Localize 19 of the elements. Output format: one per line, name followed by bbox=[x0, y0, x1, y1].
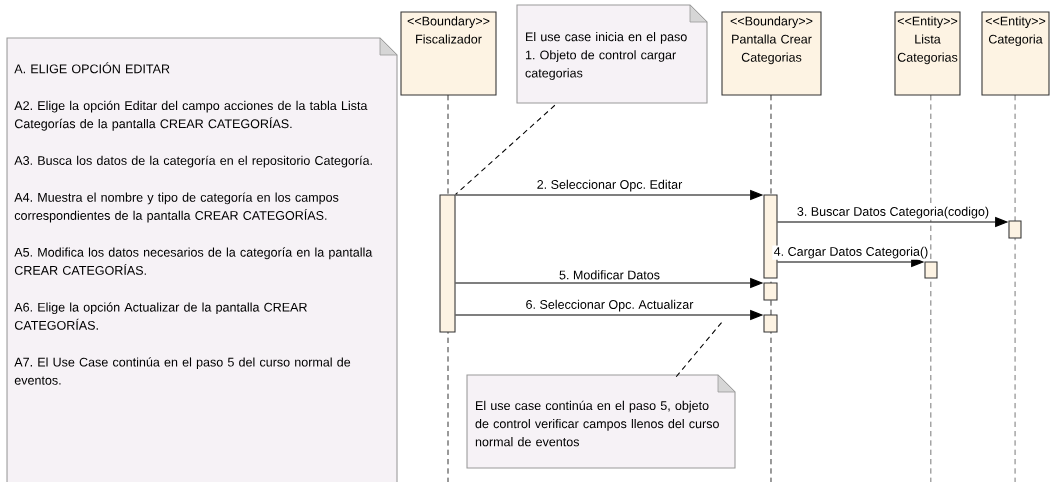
activation-bar bbox=[1008, 220, 1022, 239]
message-label: 4. Cargar Datos Categoria() bbox=[772, 245, 930, 260]
note: A. ELIGE OPCIÓN EDITAR A2. Elige la opción Editar del campo acciones de la tabla Lista Categorías de la pantalla CREAR CATEGORÍAS. A3. Busca los datos de la categoría en el repositorio Categoría. A4. Muestra el nombre y tipo de categoría en los campos correspondientes de la pantalla CREAR CATEGORÍAS. A5. Modifica los datos necesarios de la categoría en la pantalla CREAR CATEGORÍAS. A6. Elige la opción Actualizar de la pantalla CREAR CATEGORÍAS. A7. El Use Case continúa en el paso 5 del curso normal de eventos. bbox=[6, 37, 398, 482]
lifeline-head: <<Boundary>> Pantalla Crear Categorias bbox=[721, 11, 822, 96]
leader-line bbox=[675, 321, 723, 378]
activation-bar bbox=[924, 261, 938, 279]
lifeline-head: <<Entity>> Lista Categorias bbox=[894, 11, 961, 96]
note: El use case inicia en el paso 1. Objeto de control cargar categorias bbox=[516, 4, 708, 104]
lifeline-head: <<Boundary>> Fiscalizador bbox=[400, 11, 497, 96]
activation-bar bbox=[763, 282, 778, 301]
note: El use case continúa en el paso 5, objeto de control verificar campos llenos del curso normal de eventos bbox=[466, 374, 736, 469]
leader-line bbox=[455, 104, 556, 195]
activation-bar bbox=[439, 194, 456, 333]
message-label: 2. Seleccionar Opc. Editar bbox=[535, 178, 684, 193]
message-label: 6. Seleccionar Opc. Actualizar bbox=[524, 298, 695, 313]
message-label: 3. Buscar Datos Categoria(codigo) bbox=[795, 205, 991, 220]
lifeline-head: <<Entity>> Categoria bbox=[981, 11, 1050, 96]
activation-bar bbox=[763, 314, 778, 333]
message-label: 5. Modificar Datos bbox=[557, 268, 662, 281]
